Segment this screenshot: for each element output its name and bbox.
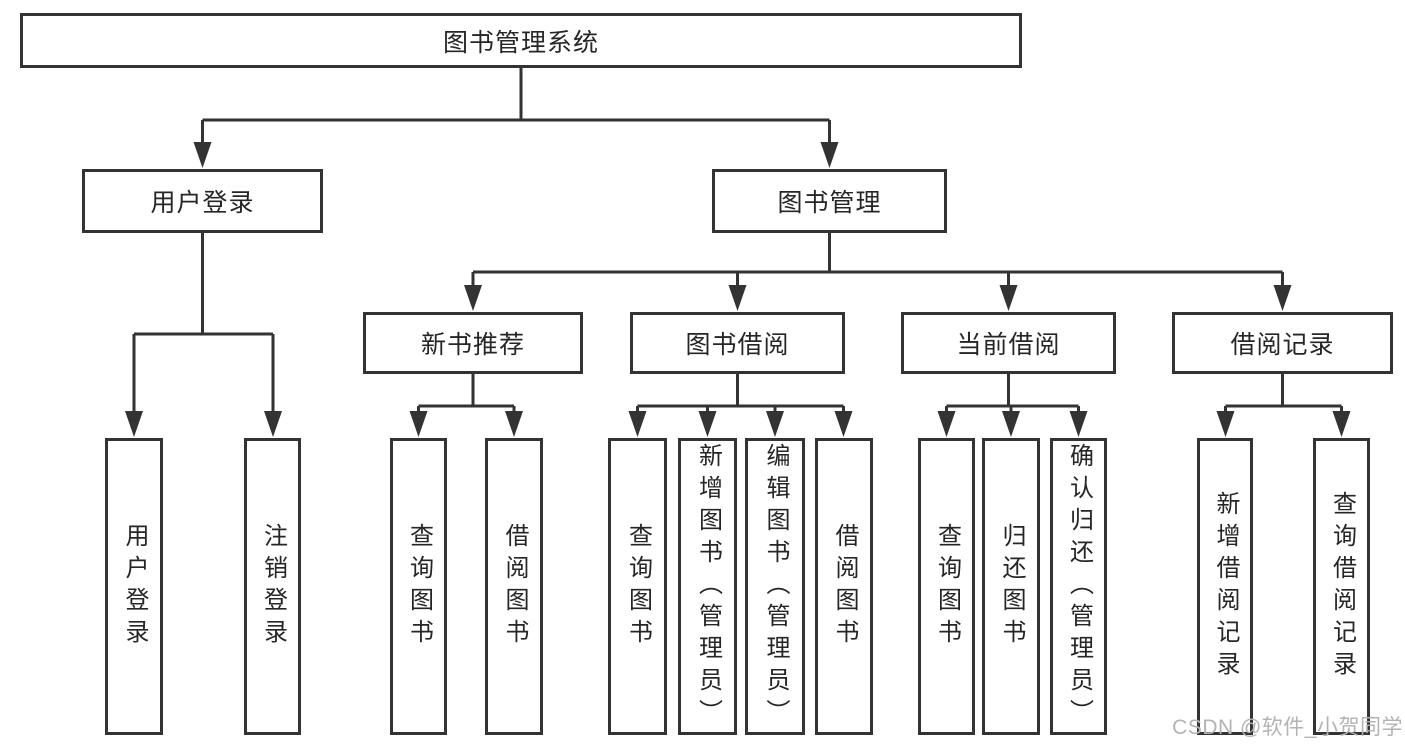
node-user-login: 用户登录 [82, 169, 323, 233]
leaf-user-login: 用户登录 [105, 438, 163, 735]
node-library-system: 图书管理系统 [20, 13, 1022, 68]
connector-elbows [132, 68, 1343, 415]
leaf-return-book: 归还图书 [982, 438, 1040, 735]
leaf-confirm-return-admin: 确认归还（管理员） [1050, 438, 1107, 735]
node-book-borrow: 图书借阅 [630, 312, 845, 374]
leaf-query-books-recommend: 查询图书 [390, 438, 447, 735]
leaf-add-book-admin: 新增图书（管理员） [678, 438, 737, 735]
leaf-query-books-borrow: 查询图书 [608, 438, 667, 735]
node-book-management: 图书管理 [712, 169, 947, 233]
leaf-borrow-books-recommend: 借阅图书 [485, 438, 543, 735]
node-new-book-recommend: 新书推荐 [363, 312, 583, 374]
arrowheads [125, 142, 1351, 437]
leaf-add-borrow-record: 新增借阅记录 [1197, 438, 1253, 735]
node-current-borrow: 当前借阅 [901, 312, 1116, 374]
leaf-borrow-books: 借阅图书 [815, 438, 873, 735]
leaf-query-borrow-record: 查询借阅记录 [1313, 438, 1370, 735]
leaf-query-books-current: 查询图书 [918, 438, 975, 735]
leaf-logout: 注销登录 [244, 438, 301, 735]
node-borrow-records: 借阅记录 [1172, 312, 1393, 374]
csdn-watermark: CSDN @软件_小贺同学 [1172, 716, 1403, 739]
leaf-edit-book-admin: 编辑图书（管理员） [745, 438, 805, 735]
